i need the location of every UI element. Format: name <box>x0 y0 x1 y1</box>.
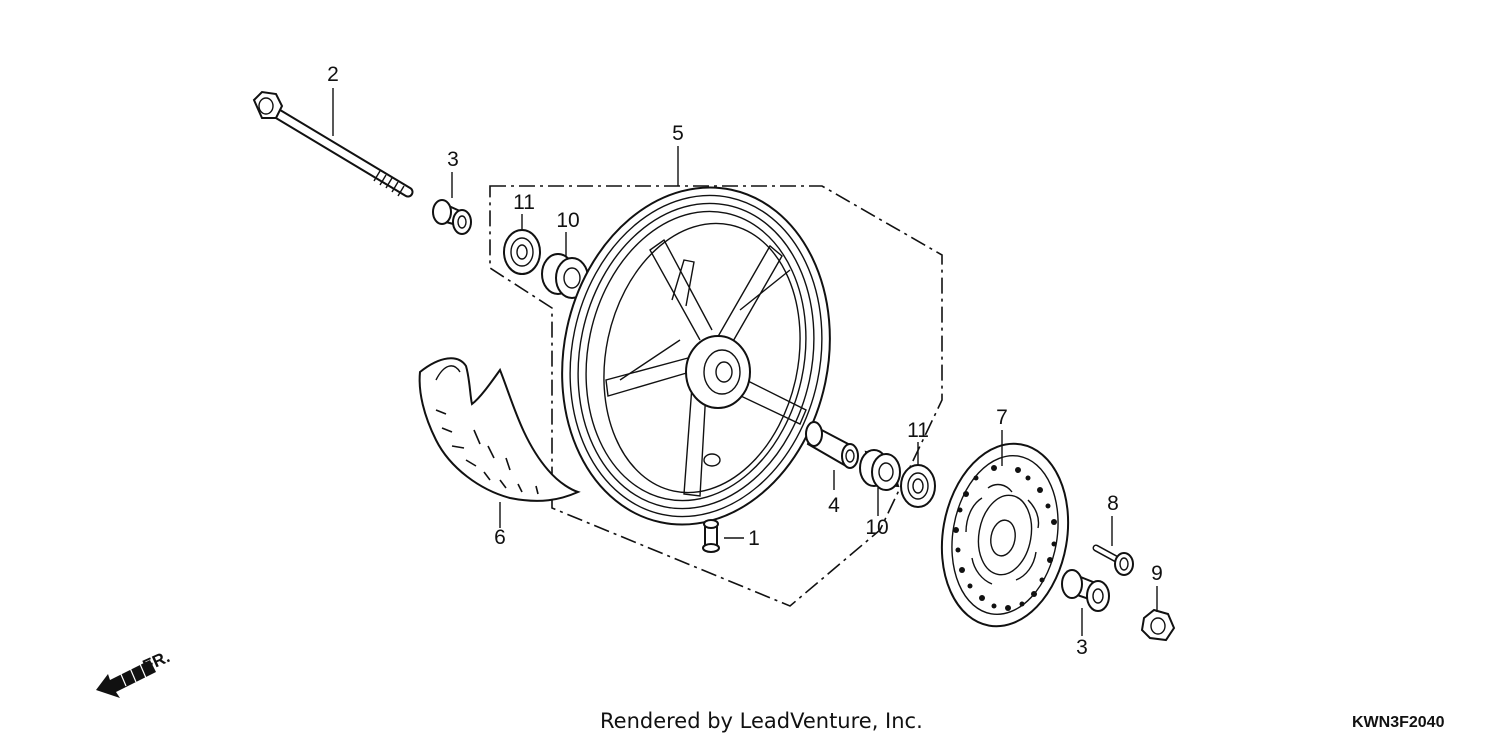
callout-7: 7 <box>996 406 1008 429</box>
callout-10-right: 10 <box>865 516 888 539</box>
callout-4: 4 <box>828 494 840 517</box>
front-direction-label: FR. <box>140 647 173 675</box>
brake-disc[interactable] <box>928 434 1082 637</box>
wheel-assembly-outline <box>489 185 943 607</box>
distance-collar[interactable] <box>805 421 859 469</box>
callout-2: 2 <box>327 63 339 86</box>
disc-bolt[interactable] <box>1092 544 1134 576</box>
callout-9: 9 <box>1151 562 1163 585</box>
callout-5: 5 <box>672 122 684 145</box>
axle-bolt[interactable] <box>252 90 414 198</box>
callout-6: 6 <box>494 526 506 549</box>
bearing-right-outer[interactable] <box>900 464 936 508</box>
callout-1: 1 <box>748 527 760 550</box>
callout-11-left: 11 <box>513 191 535 214</box>
side-collar-right[interactable] <box>1061 569 1110 612</box>
tire-valve[interactable] <box>702 519 720 553</box>
bearing-left-outer[interactable] <box>503 229 541 275</box>
axle-nut[interactable] <box>1140 608 1176 642</box>
callout-numbers: 1 2 3 3 4 5 6 7 8 9 10 10 11 11 <box>327 63 1163 659</box>
callout-3-top: 3 <box>447 148 459 171</box>
callout-3-bottom: 3 <box>1076 636 1088 659</box>
wheel-rim[interactable] <box>532 162 861 549</box>
front-direction-arrow-icon: FR. <box>96 647 173 698</box>
diagram-code: KWN3F2040 <box>1352 714 1445 731</box>
callout-8: 8 <box>1107 492 1119 515</box>
callout-10-left: 10 <box>556 209 579 232</box>
render-credit: Rendered by LeadVenture, Inc. <box>600 709 923 733</box>
tire[interactable] <box>418 357 581 502</box>
leader-lines <box>332 88 1158 636</box>
callout-11-right: 11 <box>907 419 929 442</box>
bearing-right-inner[interactable] <box>859 449 901 491</box>
side-collar-left[interactable] <box>432 199 472 235</box>
